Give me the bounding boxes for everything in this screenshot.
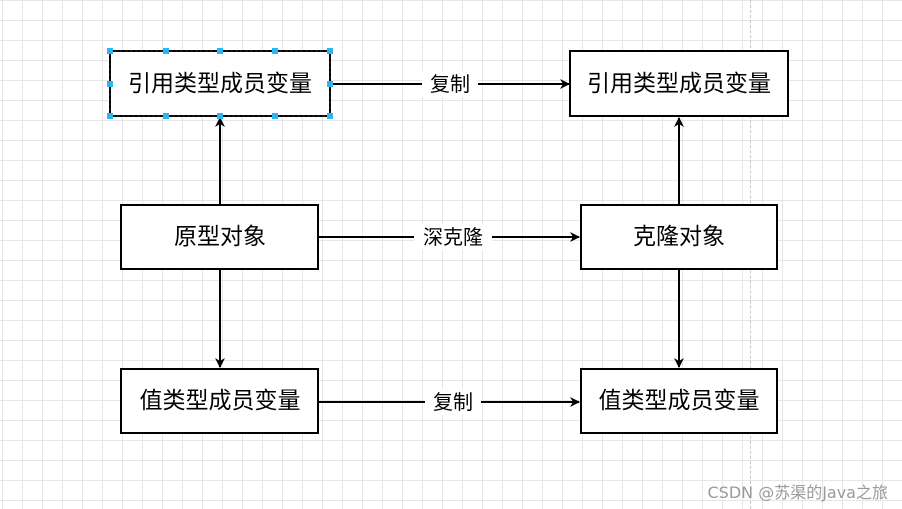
edge-label-deep-clone-text: 深克隆 (423, 225, 483, 249)
edge-label-ref-copy-text: 复制 (430, 72, 470, 96)
node-prototype[interactable]: 原型对象 (120, 204, 319, 270)
resize-handle-n2[interactable] (272, 48, 278, 54)
resize-handle-s[interactable] (217, 113, 223, 119)
node-clone-label: 克隆对象 (633, 224, 725, 250)
edge-label-ref-copy[interactable]: 复制 (422, 71, 478, 97)
resize-handle-n1[interactable] (163, 48, 169, 54)
edge-label-value-copy-text: 复制 (433, 390, 473, 414)
resize-handle-se[interactable] (327, 113, 333, 119)
node-ref-member-left[interactable]: 引用类型成员变量 (109, 50, 331, 117)
node-value-member-left-label: 值类型成员变量 (140, 388, 301, 414)
node-value-member-left[interactable]: 值类型成员变量 (120, 368, 319, 434)
resize-handle-e[interactable] (327, 81, 333, 87)
node-prototype-label: 原型对象 (174, 224, 266, 250)
node-ref-member-right-label: 引用类型成员变量 (587, 71, 771, 97)
resize-handle-ne[interactable] (327, 48, 333, 54)
node-clone[interactable]: 克隆对象 (580, 204, 778, 270)
resize-handle-w[interactable] (107, 81, 113, 87)
resize-handle-s2[interactable] (272, 113, 278, 119)
resize-handle-s1[interactable] (163, 113, 169, 119)
selection-box[interactable] (107, 48, 333, 119)
node-value-member-right-label: 值类型成员变量 (599, 388, 760, 414)
node-ref-member-left-label: 引用类型成员变量 (128, 71, 312, 97)
watermark: CSDN @苏渠的Java之旅 (707, 483, 888, 502)
resize-handle-sw[interactable] (107, 113, 113, 119)
edge-label-value-copy[interactable]: 复制 (425, 389, 481, 415)
node-ref-member-right[interactable]: 引用类型成员变量 (569, 50, 789, 117)
node-value-member-right[interactable]: 值类型成员变量 (580, 368, 778, 434)
resize-handle-nw[interactable] (107, 48, 113, 54)
resize-handle-n[interactable] (217, 48, 223, 54)
edge-label-deep-clone[interactable]: 深克隆 (414, 224, 492, 250)
